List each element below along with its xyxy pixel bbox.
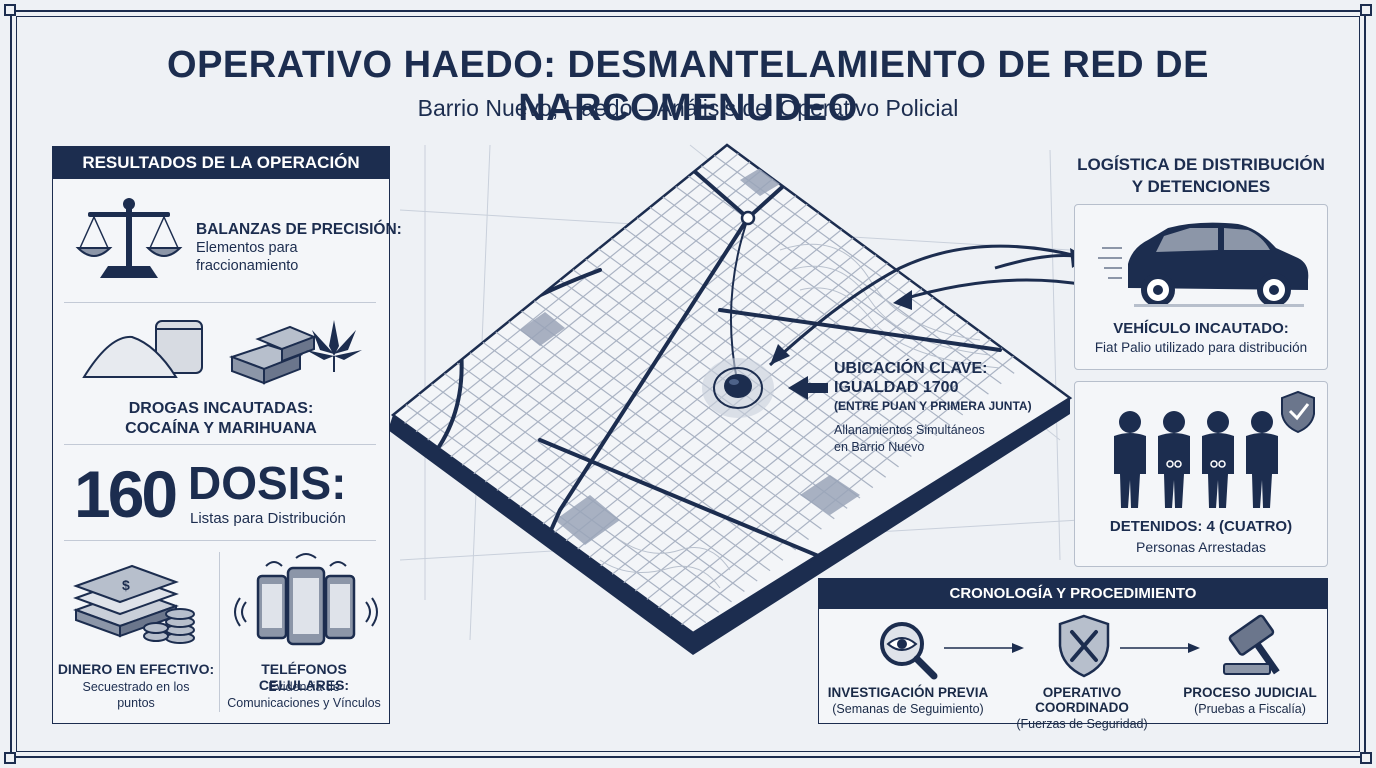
divider <box>219 552 220 712</box>
location-between: (ENTRE PUAN Y PRIMERA JUNTA) <box>834 399 1032 413</box>
cash-desc-1: Secuestrado en los <box>82 680 190 694</box>
timeline-step: OPERATIVO COORDINADO (Fuerzas de Segurid… <box>996 685 1168 731</box>
location-title: UBICACIÓN CLAVE: <box>834 360 988 377</box>
vehicle-title: VEHÍCULO INCAUTADO: <box>1113 320 1289 337</box>
divider <box>64 302 376 303</box>
street-line <box>662 196 964 416</box>
phones-desc-2: Comunicaciones y Vínculos <box>227 696 381 710</box>
street-line <box>658 337 993 609</box>
doses-number: 160 <box>74 457 178 531</box>
drugs-desc: COCAÍNA Y MARIHUANA <box>125 420 317 437</box>
logistics-heading-1: LOGÍSTICA DE DISTRIBUCIÓN <box>1077 155 1325 174</box>
drugs-title: DROGAS INCAUTADAS: <box>128 400 314 417</box>
divider <box>64 540 376 541</box>
detained-desc: Personas Arrestadas <box>1136 539 1266 555</box>
street-line <box>649 206 951 426</box>
outer-frame <box>10 10 1366 758</box>
brick-package-icon <box>229 325 317 385</box>
page-title: OPERATIVO HAEDO: DESMANTELAMIENTO DE RED… <box>167 44 1209 129</box>
powder-pile-icon <box>82 320 203 378</box>
street-line <box>623 227 925 447</box>
step-title: PROCESO JUDICIAL <box>1183 685 1317 700</box>
street-line <box>611 303 947 575</box>
magnifier-eye-icon <box>880 622 938 680</box>
svg-text:$: $ <box>122 577 130 593</box>
step-title: INVESTIGACIÓN PREVIA <box>827 685 989 700</box>
divider <box>64 444 376 445</box>
doses-word: DOSIS: <box>188 457 347 509</box>
inner-frame <box>16 16 1360 752</box>
arrow-icon <box>1120 643 1200 653</box>
logistics-heading-2: Y DETENCIONES <box>1131 177 1271 196</box>
street-line <box>688 175 989 395</box>
street-line <box>623 312 959 584</box>
frame-corner <box>4 752 16 764</box>
street-line <box>611 237 912 457</box>
results-heading: RESULTADOS DE LA OPERACIÓN <box>53 147 389 179</box>
scales-title: BALANZAS DE PRECISIÓN: <box>196 221 402 238</box>
raids-line-1: Allanamientos Simultáneos <box>834 423 985 437</box>
scales-desc-2: fraccionamiento <box>196 258 299 274</box>
timeline-step: INVESTIGACIÓN PREVIA (Semanas de Seguimi… <box>826 685 990 716</box>
cash-title: DINERO EN EFECTIVO: <box>57 661 215 677</box>
vehicle-desc: Fiat Palio utilizado para distribución <box>1094 340 1308 355</box>
frame-corner <box>4 4 16 16</box>
arrow-icon <box>944 643 1024 653</box>
timeline-step: PROCESO JUDICIAL (Pruebas a Fiscalía) <box>1176 685 1324 716</box>
street-line <box>675 186 976 406</box>
frame-corner <box>1360 752 1372 764</box>
page-subtitle: Barrio Nuevo, Haedo – Análisis del Opera… <box>417 95 959 121</box>
cash-stack-icon: $ <box>73 564 195 644</box>
location-address: IGUALDAD 1700 <box>834 379 959 396</box>
scales-icon <box>75 198 183 278</box>
doses-desc: Listas para Distribución <box>190 510 346 527</box>
step-desc: (Pruebas a Fiscalía) <box>1194 702 1306 716</box>
handcuffed-person-icon <box>1114 390 1315 508</box>
timeline-heading: CRONOLOGÍA Y PROCEDIMIENTO <box>819 579 1327 609</box>
frame-corner <box>1360 4 1372 16</box>
street-line <box>636 217 938 437</box>
street-line <box>700 165 1002 385</box>
phones-title: TELÉFONOS CELULARES: <box>258 661 350 693</box>
car-icon <box>1098 222 1309 307</box>
raids-line-2: en Barrio Nuevo <box>834 440 925 454</box>
detained-title: DETENIDOS: 4 (CUATRO) <box>1109 518 1293 535</box>
street-line <box>646 328 982 600</box>
street-line <box>600 295 936 567</box>
smartphone-icon <box>234 553 378 646</box>
street-line <box>598 248 899 468</box>
step-desc: (Semanas de Seguimiento) <box>832 702 984 716</box>
cannabis-leaf-icon <box>306 320 362 372</box>
gavel-icon <box>1223 614 1280 675</box>
scales-desc-1: Elementos para <box>196 240 298 256</box>
step-desc: (Fuerzas de Seguridad) <box>1016 717 1148 731</box>
cash-desc-2: puntos <box>117 696 155 710</box>
crossed-weapons-shield-icon <box>1058 614 1110 678</box>
phones-desc-1: Evidencia de <box>268 680 340 694</box>
step-title: OPERATIVO COORDINADO <box>1035 685 1129 715</box>
street-line <box>634 320 970 592</box>
